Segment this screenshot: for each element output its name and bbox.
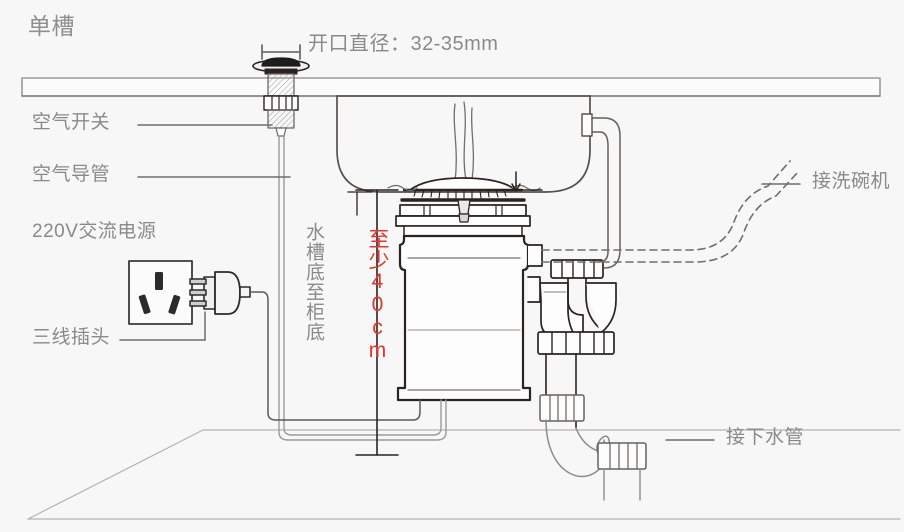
page-title: 单槽 [28,13,75,39]
opening-diameter-marker [261,44,301,60]
label-air-switch: 空气开关 [32,112,111,133]
label-dishwasher-connection: 接洗碗机 [812,171,891,192]
label-drain-connection: 接下水管 [726,427,805,448]
air-switch-button [252,57,310,137]
drain-collar-upper [539,394,585,422]
air-tube [278,135,447,441]
drain-collar-lower [597,442,647,470]
strainer-level-arrow [511,171,543,192]
power-outlet-socket [128,260,193,325]
p-trap [537,259,617,355]
label-min-height: 至少40cm [366,228,389,362]
label-air-tube: 空气导管 [32,164,111,185]
garbage-disposer-unit [396,234,543,402]
dishwasher-hose [541,160,799,263]
basin-reference-tick [347,191,373,216]
water-stream [453,101,475,183]
cabinet-floor [27,429,901,520]
mounting-flange [395,198,531,237]
discharge-elbow [539,282,584,337]
opening-diameter-label: 开口直径：32-35mm [308,33,499,55]
drain-outlet-pipe [603,468,641,501]
power-cord [249,291,421,421]
label-three-wire-plug: 三线插头 [32,327,111,348]
countertop-slab [21,77,881,97]
label-height-description: 水槽底至柜底 [303,222,324,342]
power-plug [189,271,251,315]
height-dimension-line [355,189,399,456]
leader-lines [119,124,801,441]
label-power-supply: 220V交流电源 [32,221,157,242]
overflow-pipe [581,113,621,269]
